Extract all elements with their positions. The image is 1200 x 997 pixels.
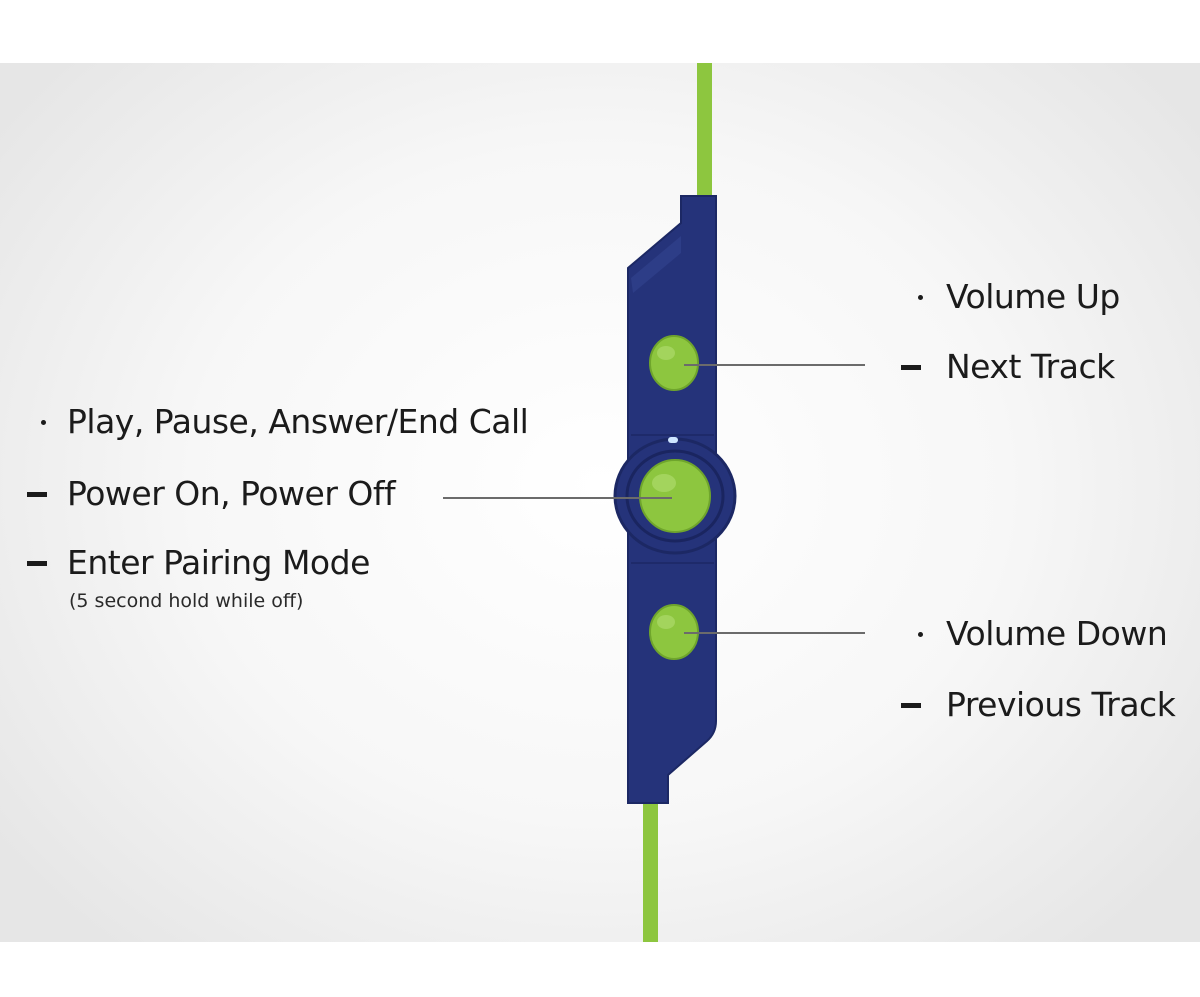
pairing-note: (5 second hold while off) <box>69 590 304 612</box>
hold-dash <box>901 365 921 370</box>
lower-cable <box>643 798 658 942</box>
upper-button-shine <box>657 346 675 360</box>
press-bullet <box>918 632 923 637</box>
upper-cable <box>697 63 712 203</box>
lower-button-shine <box>657 615 675 629</box>
remote-body-highlight <box>631 236 681 293</box>
center-button-ring-inner <box>625 449 725 543</box>
upper-button[interactable] <box>649 335 699 391</box>
center-button[interactable] <box>639 459 711 533</box>
hold-dash <box>901 703 921 708</box>
hold-dash <box>27 561 47 566</box>
hold-dash <box>27 492 47 497</box>
press-bullet <box>918 295 923 300</box>
inline-remote-illustration <box>443 63 865 942</box>
volume-up-label: Volume Up <box>946 277 1120 316</box>
press-bullet <box>41 420 46 425</box>
play-pause-label: Play, Pause, Answer/End Call <box>67 402 529 441</box>
power-label: Power On, Power Off <box>67 474 396 513</box>
volume-down-label: Volume Down <box>946 614 1168 653</box>
led-indicator <box>668 437 678 443</box>
next-track-label: Next Track <box>946 347 1115 386</box>
center-button-shine <box>652 474 676 492</box>
diagram-stage: Volume Up Next Track Play, Pause, Answer… <box>0 63 1200 942</box>
previous-track-label: Previous Track <box>946 685 1176 724</box>
pairing-mode-label: Enter Pairing Mode <box>67 543 370 582</box>
